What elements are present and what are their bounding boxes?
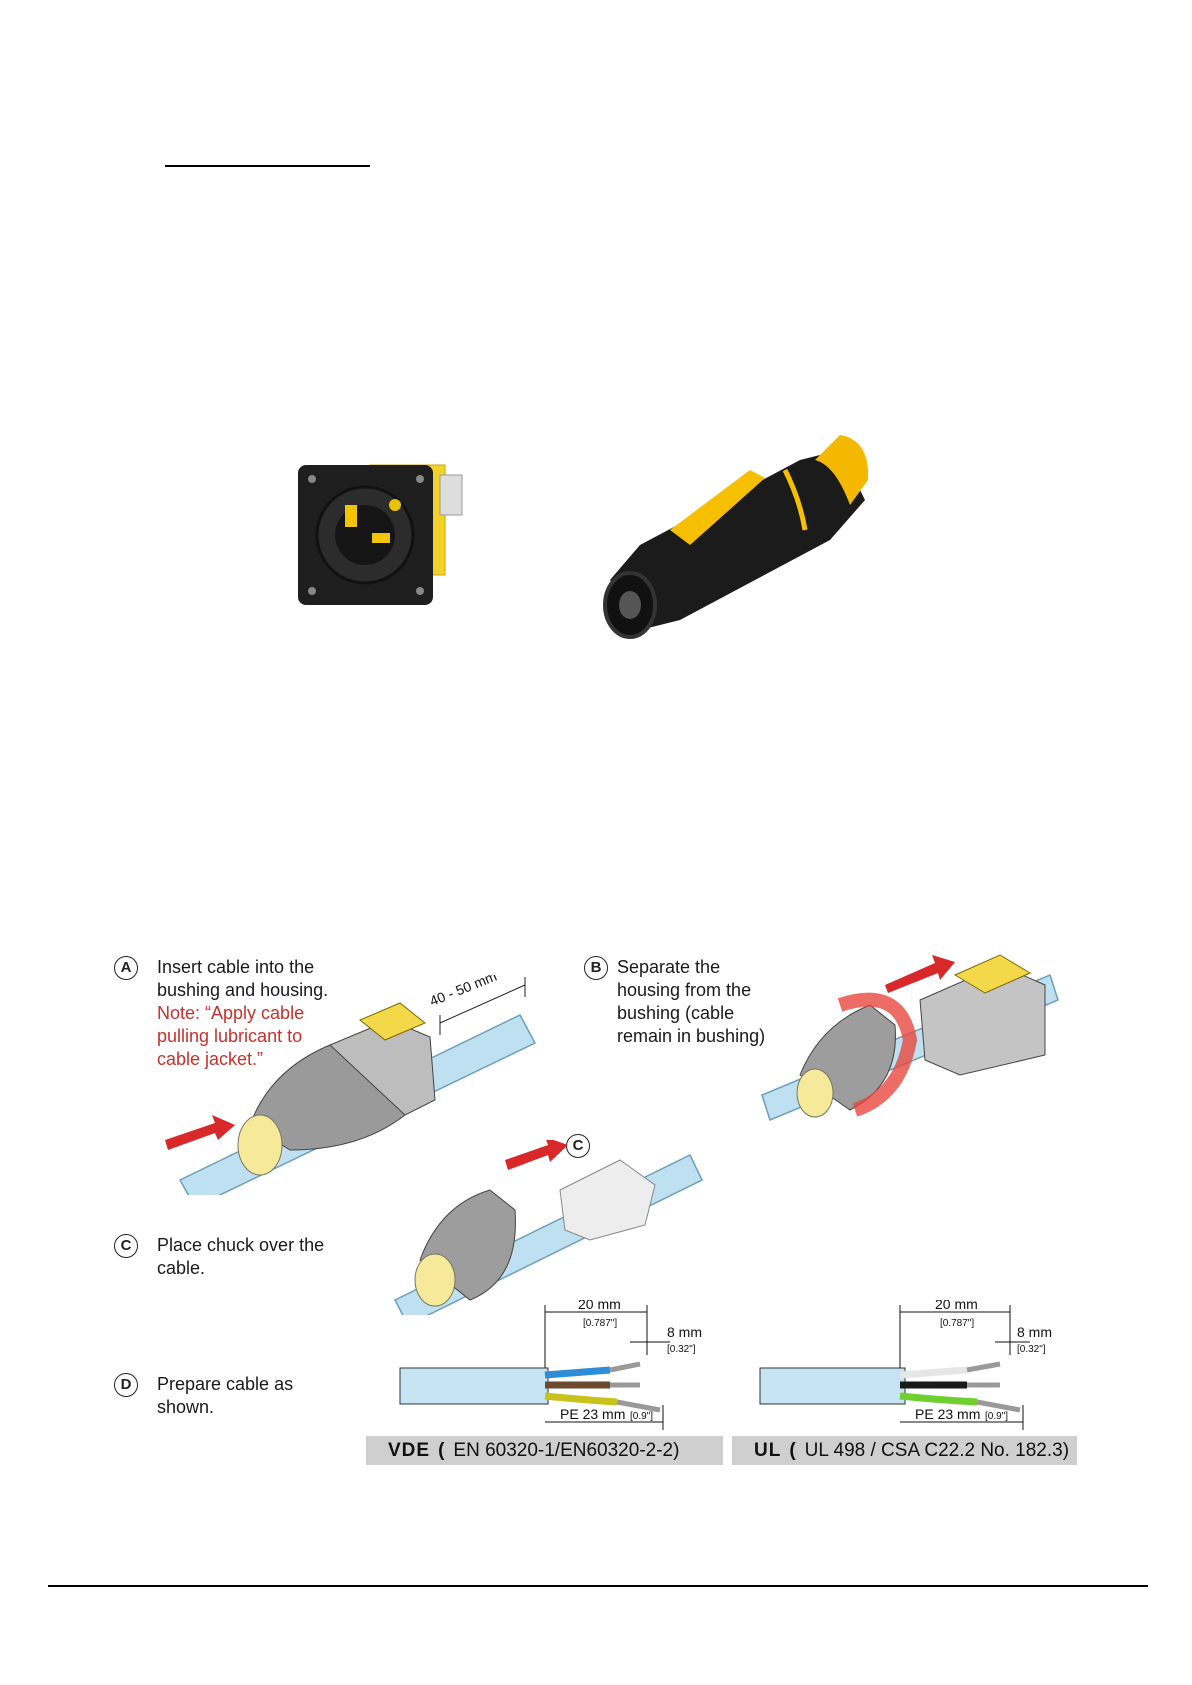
footer-rule xyxy=(48,1585,1148,1587)
ul-strip-inch: [0.787"] xyxy=(940,1318,974,1329)
step-b-line: bushing (cable xyxy=(617,1003,735,1023)
step-d-line: shown. xyxy=(157,1397,215,1417)
vde-pe-length: PE 23 mm xyxy=(560,1406,625,1422)
vde-standard-name: VDE xyxy=(388,1440,431,1461)
vde-pe-inch: [0.9"] xyxy=(630,1411,653,1422)
vde-strip-inch: [0.787"] xyxy=(583,1318,617,1329)
step-a-text: Insert cable into the bushing and housin… xyxy=(157,956,367,1071)
step-b-badge: B xyxy=(584,956,608,980)
step-a-note: cable jacket.” xyxy=(157,1049,264,1069)
step-a-line: bushing and housing. xyxy=(157,980,329,1000)
step-d-text: Prepare cable as shown. xyxy=(157,1373,357,1419)
ul-pe-length: PE 23 mm xyxy=(915,1406,980,1422)
ul-standard-paren: ( xyxy=(789,1440,797,1461)
step-b-line: remain in bushing) xyxy=(617,1026,766,1046)
ul-standard-name: UL xyxy=(754,1440,782,1461)
dim-40-50: 40 - 50 mm xyxy=(427,975,499,1009)
ul-pe-inch: [0.9"] xyxy=(985,1411,1008,1422)
vde-tip-length: 8 mm xyxy=(667,1324,702,1340)
ul-tip-inch: [0.32"] xyxy=(1017,1344,1046,1355)
ul-tip-length: 8 mm xyxy=(1017,1324,1052,1340)
vde-strip-length: 20 mm xyxy=(578,1300,621,1312)
ul-cable-diagram: 20 mm [0.787"] 8 mm [0.32"] PE 23 mm [0.… xyxy=(759,1300,1052,1430)
step-a-note: pulling lubricant to xyxy=(157,1026,303,1046)
title-underline xyxy=(165,165,370,167)
step-a-note: Note: “Apply cable xyxy=(157,1003,305,1023)
vde-standard-spec: EN 60320-1/EN60320-2-2) xyxy=(453,1440,680,1461)
ul-strip-length: 20 mm xyxy=(935,1300,978,1312)
chassis-connector-image xyxy=(298,464,463,605)
step-c-text: Place chuck over the cable. xyxy=(157,1234,357,1280)
vde-tip-inch: [0.32"] xyxy=(667,1344,696,1355)
step-c-illustration xyxy=(393,1140,703,1315)
step-c-badge: C xyxy=(114,1234,138,1258)
step-d-line: Prepare cable as xyxy=(157,1374,294,1394)
step-a-illustration: 40 - 50 mm xyxy=(165,975,537,1195)
step-b-illustration xyxy=(761,954,1059,1122)
vde-cable-diagram: 20 mm [0.787"] 8 mm [0.32"] PE 23 mm [0.… xyxy=(399,1300,702,1430)
ul-standard-spec: UL 498 / CSA C22.2 No. 182.3) xyxy=(804,1440,1070,1461)
step-a-badge: A xyxy=(114,956,138,980)
vde-standard-bar: VDE ( EN 60320-1/EN60320-2-2) xyxy=(366,1436,723,1465)
vde-standard-paren: ( xyxy=(438,1440,446,1461)
step-c-illustration-badge: C xyxy=(566,1134,590,1158)
step-c-line: cable. xyxy=(157,1258,206,1278)
ul-standard-bar: UL ( UL 498 / CSA C22.2 No. 182.3) xyxy=(732,1436,1077,1465)
step-d-badge: D xyxy=(114,1373,138,1397)
step-b-line: housing from the xyxy=(617,980,752,1000)
step-b-line: Separate the xyxy=(617,957,721,977)
step-a-line: Insert cable into the xyxy=(157,957,315,977)
step-c-line: Place chuck over the xyxy=(157,1235,325,1255)
step-b-text: Separate the housing from the bushing (c… xyxy=(617,956,797,1048)
cable-connector-image xyxy=(603,435,869,639)
